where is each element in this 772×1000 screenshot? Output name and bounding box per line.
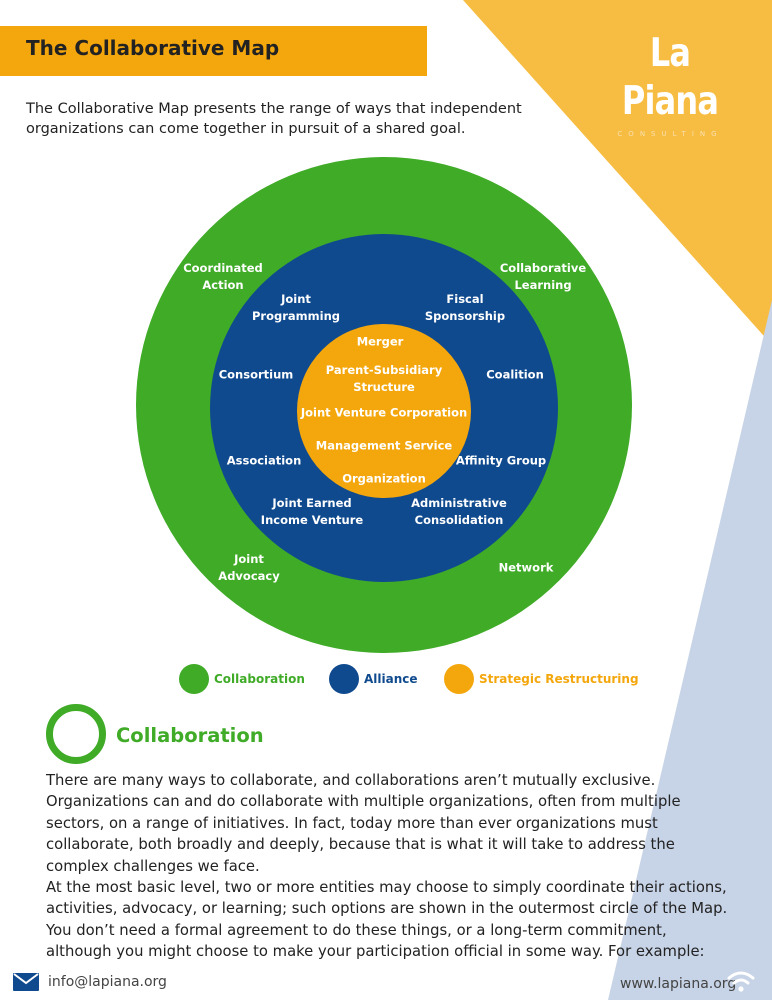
page-title: The Collaborative Map (26, 36, 280, 60)
legend-label-alliance: Alliance (364, 672, 418, 686)
legend-dot-alliance (329, 664, 359, 694)
blue-corner-shape (608, 300, 772, 1000)
map-label-merger: Merger (356, 334, 404, 349)
logo: La Piana CONSULTING (600, 30, 740, 138)
footer-website[interactable]: www.lapiana.org (620, 976, 737, 992)
legend-label-collaboration: Collaboration (214, 672, 305, 686)
section-title: Collaboration (116, 724, 264, 747)
intro-text: The Collaborative Map presents the range… (26, 101, 522, 137)
map-label-management-service: Management Service (315, 438, 453, 453)
body-paragraph-1: There are many ways to collaborate, and … (46, 772, 681, 875)
yellow-corner-shape (463, 0, 772, 345)
legend-label-strategic-restructuring: Strategic Restructuring (479, 672, 639, 686)
map-label-coalition: Coalition (486, 367, 544, 382)
restructuring-circle (297, 324, 471, 498)
map-label-network: Network (498, 560, 554, 575)
title-bar (0, 26, 427, 76)
map-label-organization: Organization (342, 471, 426, 486)
legend-item-collaboration: Collaboration (179, 664, 305, 694)
collaborative-map (136, 157, 632, 653)
wifi-icon (727, 971, 755, 992)
logo-tagline: CONSULTING (617, 130, 723, 138)
map-label-joint-venture-corporation: Joint Venture Corporation (300, 405, 468, 420)
legend-dot-strategic-restructuring (444, 664, 474, 694)
collaboration-ring-icon (46, 704, 106, 764)
body-paragraph-2: At the most basic level, two or more ent… (46, 879, 728, 961)
footer-email-block[interactable]: info@lapiana.org (12, 972, 167, 992)
logo-wordmark: La Piana (621, 31, 719, 124)
envelope-icon (13, 973, 39, 991)
legend-item-strategic-restructuring: Strategic Restructuring (444, 664, 639, 694)
legend-dot-collaboration (179, 664, 209, 694)
footer-email[interactable]: info@lapiana.org (48, 974, 167, 990)
section-body: There are many ways to collaborate, and … (46, 770, 736, 963)
map-label-association: Association (226, 453, 302, 468)
map-label-consortium: Consortium (218, 367, 294, 382)
legend-item-alliance: Alliance (329, 664, 418, 694)
map-label-affinity-group: Affinity Group (455, 453, 547, 468)
